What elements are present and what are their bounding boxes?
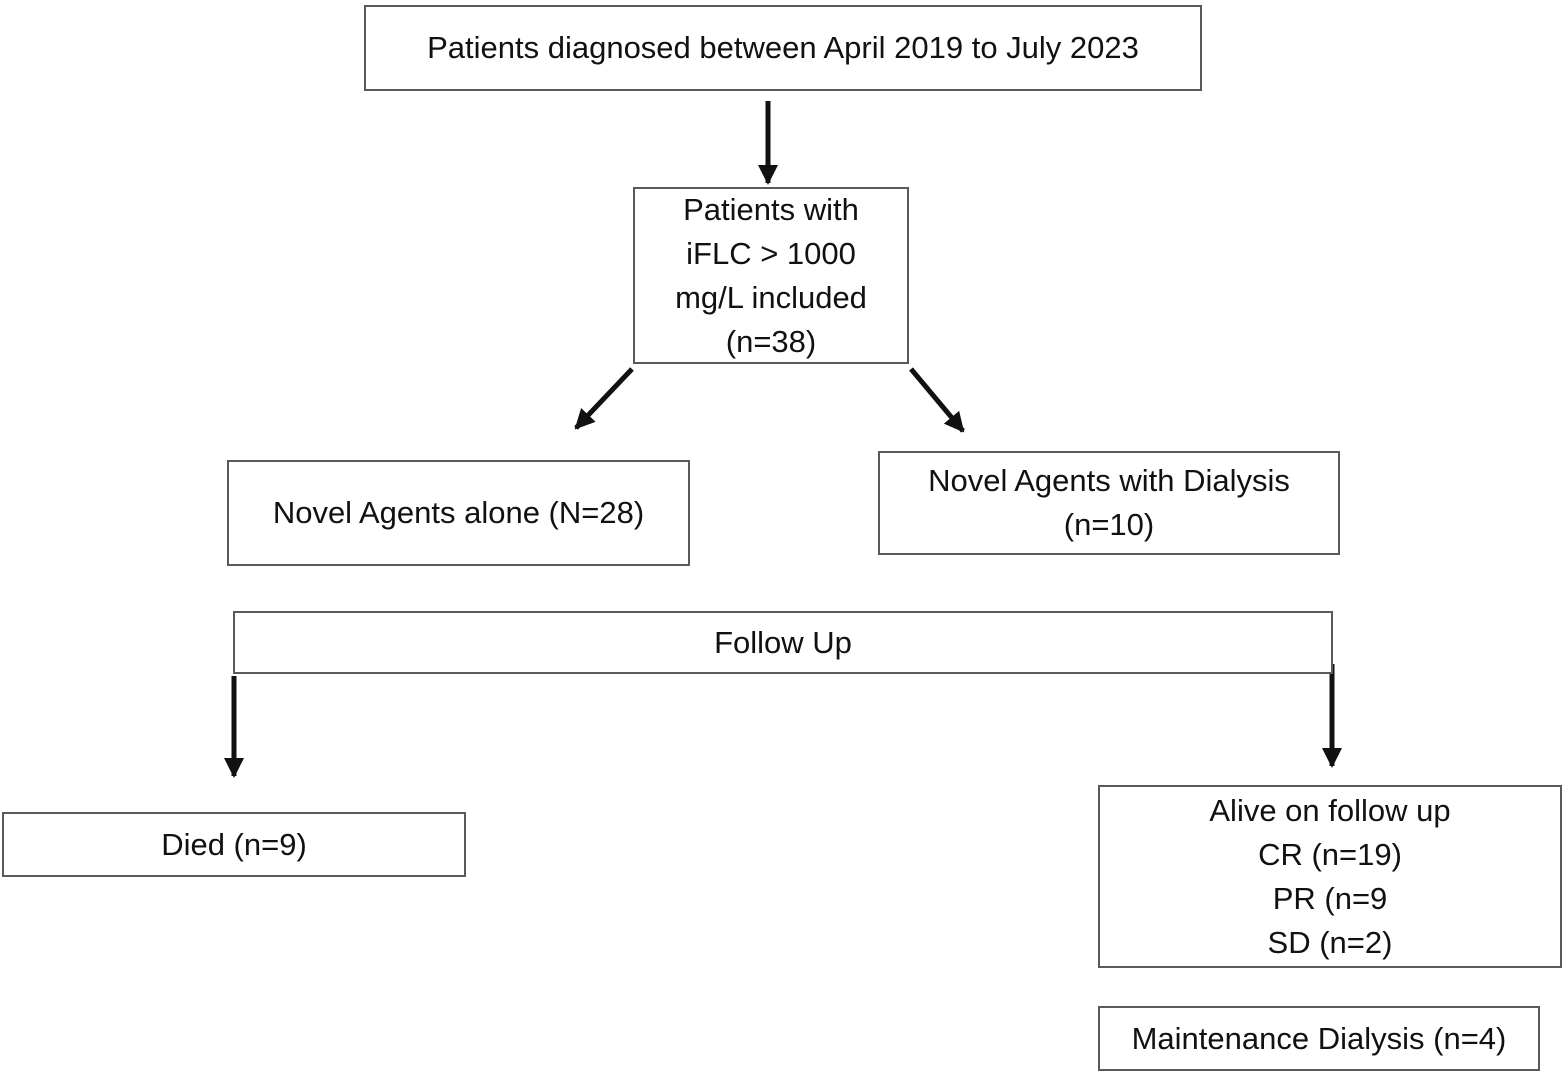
alive-line-1: Alive on follow up (1209, 792, 1451, 828)
included-line-1: Patients with (683, 191, 859, 227)
arrow-included-to-novel-alone (574, 367, 634, 430)
included-box: Patients with iFLC > 1000 mg/L included … (633, 187, 909, 364)
follow-up-box: Follow Up (233, 611, 1333, 674)
novel-alone-label: Novel Agents alone (N=28) (272, 495, 645, 530)
alive-line-4: SD (n=2) (1267, 924, 1393, 960)
alive-line-2: CR (n=19) (1258, 836, 1402, 872)
included-line-2: iFLC > 1000 (686, 235, 856, 271)
died-label: Died (n=9) (161, 826, 307, 862)
maintenance-box: Maintenance Dialysis (n=4) (1098, 1006, 1540, 1071)
maintenance-label: Maintenance Dialysis (n=4) (1131, 1020, 1507, 1056)
alive-box: Alive on follow up CR (n=19) PR (n=9 SD … (1098, 785, 1562, 968)
novel-dialysis-box: Novel Agents with Dialysis (n=10) (878, 451, 1340, 555)
novel-dialysis-line-1: Novel Agents with Dialysis (928, 463, 1290, 498)
arrow-included-to-novel-dialysis (909, 367, 965, 433)
follow-up-label: Follow Up (714, 624, 852, 660)
included-line-3: mg/L included (675, 279, 867, 315)
died-box: Died (n=9) (2, 812, 466, 877)
novel-dialysis-line-2: (n=10) (1063, 507, 1155, 542)
novel-alone-box: Novel Agents alone (N=28) (227, 460, 690, 566)
diagnosed-box: Patients diagnosed between April 2019 to… (364, 5, 1202, 91)
included-line-4: (n=38) (725, 323, 817, 359)
alive-line-3: PR (n=9 (1272, 880, 1388, 916)
diagnosed-label: Patients diagnosed between April 2019 to… (427, 30, 1139, 65)
